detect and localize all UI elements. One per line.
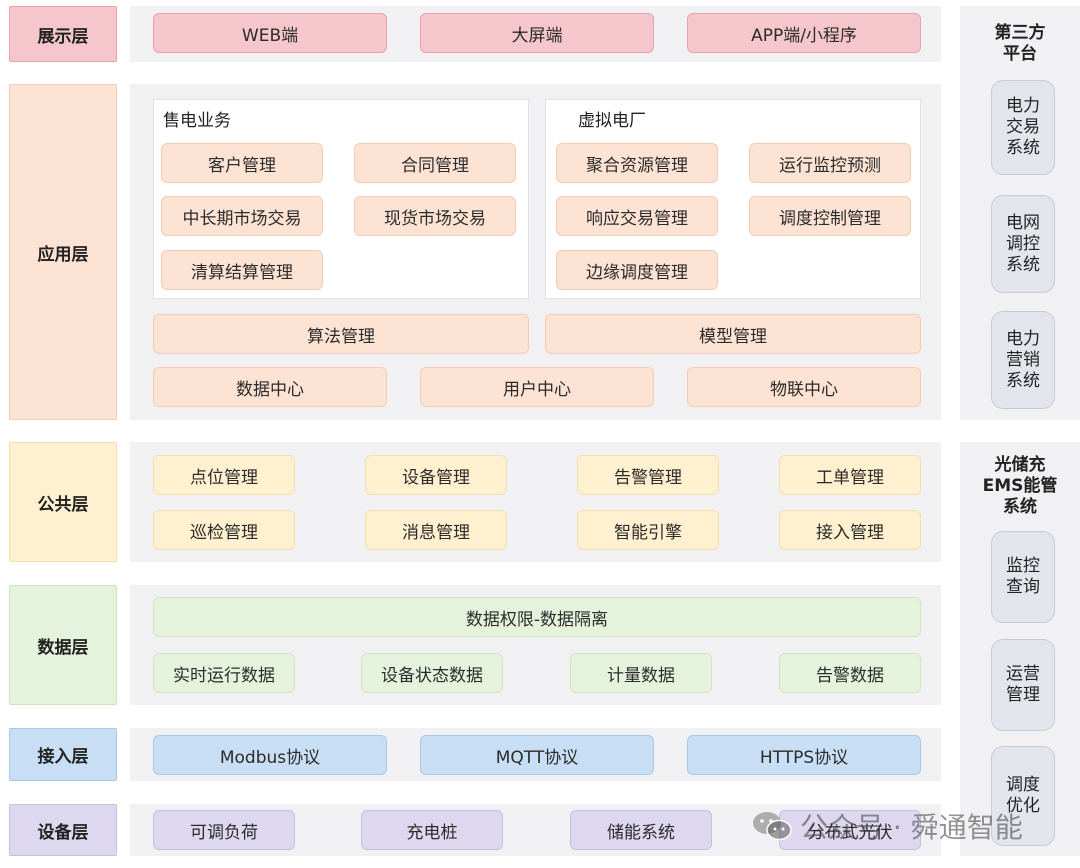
data-center: 数据中心 (153, 367, 387, 407)
layer-label-device: 设备层 (9, 804, 117, 856)
sales-item: 中长期市场交易 (161, 196, 323, 236)
layer-label-application: 应用层 (9, 84, 117, 420)
presentation-app: APP端/小程序 (687, 13, 921, 53)
layer-label-data: 数据层 (9, 585, 117, 705)
data-item: 计量数据 (570, 653, 712, 693)
common-item: 接入管理 (779, 510, 921, 550)
common-item: 智能引擎 (577, 510, 719, 550)
common-item: 巡检管理 (153, 510, 295, 550)
device-item: 可调负荷 (153, 810, 295, 850)
third-party-item: 电网调控系统 (991, 195, 1055, 293)
vpp-item: 运行监控预测 (749, 143, 911, 183)
vpp-item: 聚合资源管理 (556, 143, 718, 183)
sales-item: 现货市场交易 (354, 196, 516, 236)
watermark-text: 公众号 · 舜通智能 (800, 811, 1023, 844)
third-party-item: 电力营销系统 (991, 311, 1055, 409)
ems-title: 光储充EMS能管系统 (982, 455, 1058, 517)
layer-label-access: 接入层 (9, 728, 117, 781)
sales-item: 清算结算管理 (161, 250, 323, 290)
presentation-web: WEB端 (153, 13, 387, 53)
vpp-panel-title: 虚拟电厂 (578, 111, 646, 131)
protocol-modbus: Modbus协议 (153, 735, 387, 775)
wechat-icon (752, 810, 792, 842)
sales-item: 合同管理 (354, 143, 516, 183)
common-item: 消息管理 (365, 510, 507, 550)
data-item: 设备状态数据 (361, 653, 503, 693)
third-party-item: 电力交易系统 (991, 80, 1055, 175)
sales-panel-title: 售电业务 (163, 111, 231, 131)
algorithm-management: 算法管理 (153, 314, 529, 354)
data-permission-isolation: 数据权限-数据隔离 (153, 597, 921, 637)
common-item: 告警管理 (577, 455, 719, 495)
ems-item: 监控查询 (991, 531, 1055, 623)
watermark: 公众号 · 舜通智能 (752, 804, 1023, 848)
sales-item: 客户管理 (161, 143, 323, 183)
third-party-title: 第三方平台 (994, 23, 1046, 64)
ems-item: 运营管理 (991, 639, 1055, 731)
vpp-item: 调度控制管理 (749, 196, 911, 236)
model-management: 模型管理 (545, 314, 921, 354)
device-item: 储能系统 (570, 810, 712, 850)
common-item: 工单管理 (779, 455, 921, 495)
presentation-bigscreen: 大屏端 (420, 13, 654, 53)
protocol-mqtt: MQTT协议 (420, 735, 654, 775)
layer-label-presentation: 展示层 (9, 6, 117, 62)
data-item: 实时运行数据 (153, 653, 295, 693)
common-item: 设备管理 (365, 455, 507, 495)
device-item: 分布式光伏 (779, 810, 921, 850)
device-item: 充电桩 (361, 810, 503, 850)
protocol-https: HTTPS协议 (687, 735, 921, 775)
user-center: 用户中心 (420, 367, 654, 407)
vpp-item: 边缘调度管理 (556, 250, 718, 290)
ems-item: 调度优化 (991, 746, 1055, 846)
vpp-item: 响应交易管理 (556, 196, 718, 236)
iot-center: 物联中心 (687, 367, 921, 407)
common-item: 点位管理 (153, 455, 295, 495)
data-item: 告警数据 (779, 653, 921, 693)
layer-label-common: 公共层 (9, 442, 117, 562)
